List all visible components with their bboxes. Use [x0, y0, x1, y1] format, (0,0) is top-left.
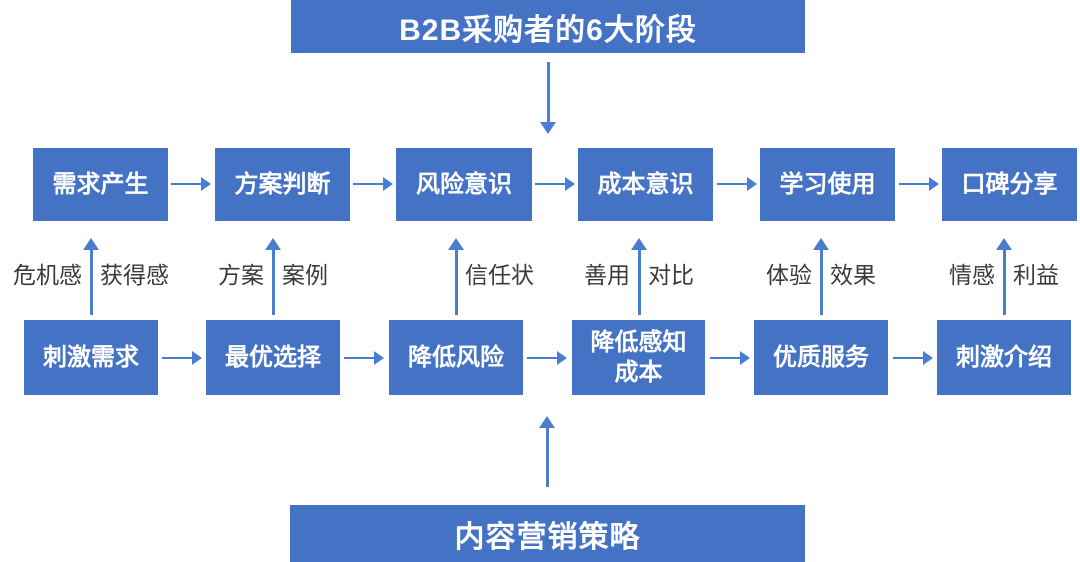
- arrow-head: [740, 351, 750, 365]
- arrow-head: [201, 177, 211, 191]
- strategy-label: 降低风险: [408, 343, 504, 371]
- strategy-box-reduce-cost: 降低感知成本: [572, 320, 705, 395]
- arrow-shaft: [893, 357, 924, 359]
- link-group-share: 情感 利益: [909, 238, 1080, 315]
- arrow-shaft: [89, 248, 93, 315]
- stage-label: 口碑分享: [961, 170, 1058, 198]
- strategy-label: 降低感知成本: [590, 328, 687, 386]
- link-group-risk: 信任状: [361, 238, 551, 315]
- arrow-shaft: [899, 183, 930, 185]
- arrow-shaft: [344, 357, 375, 359]
- stage-label: 学习使用: [779, 170, 876, 198]
- arrow-shaft: [546, 62, 550, 123]
- arrow-up-icon: [265, 238, 281, 315]
- stage-box-solution: 方案判断: [215, 148, 350, 221]
- arrow-head: [747, 177, 757, 191]
- arrow-head: [540, 122, 556, 134]
- link-label-left: 情感: [949, 262, 995, 288]
- strategy-label: 刺激需求: [43, 343, 139, 371]
- stage-box-learn: 学习使用: [760, 148, 895, 221]
- arrow-right-icon: [717, 176, 757, 192]
- arrow-right-icon: [899, 176, 939, 192]
- arrow-up-icon: [448, 238, 464, 315]
- top-banner-label: B2B采购者的6大阶段: [399, 13, 697, 47]
- arrow-head: [923, 351, 933, 365]
- stage-label: 成本意识: [597, 170, 694, 198]
- link-label-left: 危机感: [13, 262, 82, 288]
- arrow-shaft: [545, 426, 549, 487]
- arrow-right-icon: [710, 350, 750, 366]
- arrow-shaft: [1002, 248, 1006, 315]
- arrow-head: [813, 238, 829, 250]
- link-label-left: 善用: [584, 262, 630, 288]
- arrow-shaft: [454, 248, 458, 315]
- stage-label: 需求产生: [52, 170, 149, 198]
- bottom-banner: 内容营销策略: [290, 505, 805, 562]
- arrow-shaft: [710, 357, 741, 359]
- link-label-left: 体验: [766, 262, 812, 288]
- arrow-shaft: [717, 183, 748, 185]
- arrow-shaft: [527, 357, 558, 359]
- arrow-shaft: [637, 248, 641, 315]
- stage-label: 方案判断: [234, 170, 331, 198]
- bottom-banner-label: 内容营销策略: [454, 520, 641, 554]
- link-group-solution: 方案 案例: [178, 238, 368, 315]
- link-label-right: 效果: [830, 262, 876, 288]
- arrow-shaft: [171, 183, 202, 185]
- link-group-demand: 危机感 获得感: [0, 238, 186, 315]
- link-group-cost: 善用 对比: [544, 238, 734, 315]
- link-label-right: 信任状: [465, 262, 534, 288]
- link-label-left: 方案: [218, 262, 264, 288]
- link-label-right: 获得感: [100, 262, 169, 288]
- link-label-right: 案例: [282, 262, 328, 288]
- stage-label: 风险意识: [416, 170, 512, 198]
- arrow-head: [631, 238, 647, 250]
- strategy-box-stimulate-demand: 刺激需求: [24, 320, 158, 395]
- arrow-head: [565, 177, 575, 191]
- stage-box-share: 口碑分享: [942, 148, 1077, 221]
- arrow-head: [83, 238, 99, 250]
- arrow-down-icon: [540, 62, 556, 134]
- arrow-shaft: [162, 357, 193, 359]
- arrow-head: [929, 177, 939, 191]
- arrow-right-icon: [162, 350, 202, 366]
- arrow-head: [265, 238, 281, 250]
- strategy-box-quality-service: 优质服务: [754, 320, 888, 395]
- arrow-right-icon: [893, 350, 933, 366]
- arrow-head: [996, 238, 1012, 250]
- stage-box-risk: 风险意识: [396, 148, 532, 221]
- arrow-head: [374, 351, 384, 365]
- strategy-label: 优质服务: [773, 343, 869, 371]
- strategy-box-best-choice: 最优选择: [206, 320, 340, 395]
- link-label-right: 利益: [1013, 262, 1059, 288]
- arrow-up-icon: [813, 238, 829, 315]
- arrow-shaft: [819, 248, 823, 315]
- arrow-up-icon: [83, 238, 99, 315]
- arrow-up-icon: [539, 416, 555, 487]
- stage-box-cost: 成本意识: [578, 148, 713, 221]
- arrow-right-icon: [535, 176, 575, 192]
- link-group-learn: 体验 效果: [726, 238, 916, 315]
- arrow-head: [557, 351, 567, 365]
- strategy-label: 刺激介绍: [956, 343, 1052, 371]
- arrow-head: [383, 177, 393, 191]
- arrow-shaft: [535, 183, 566, 185]
- arrow-right-icon: [353, 176, 393, 192]
- top-banner: B2B采购者的6大阶段: [291, 0, 805, 53]
- link-label-right: 对比: [648, 262, 694, 288]
- stage-box-demand: 需求产生: [33, 148, 168, 221]
- arrow-head: [539, 416, 555, 428]
- arrow-head: [448, 238, 464, 250]
- arrow-right-icon: [344, 350, 384, 366]
- arrow-up-icon: [996, 238, 1012, 315]
- arrow-right-icon: [171, 176, 211, 192]
- arrow-head: [192, 351, 202, 365]
- arrow-right-icon: [527, 350, 567, 366]
- arrow-shaft: [353, 183, 384, 185]
- strategy-label: 最优选择: [225, 343, 321, 371]
- arrow-shaft: [271, 248, 275, 315]
- strategy-box-reduce-risk: 降低风险: [389, 320, 523, 395]
- strategy-box-stimulate-referral: 刺激介绍: [937, 320, 1071, 395]
- arrow-up-icon: [631, 238, 647, 315]
